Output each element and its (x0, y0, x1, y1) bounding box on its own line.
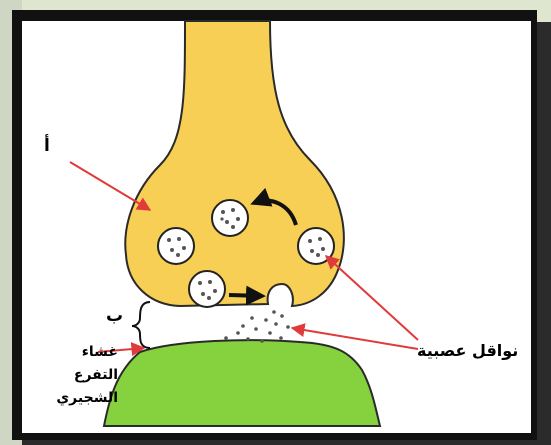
label-neurotransmitters: نواقل عصبية (417, 341, 518, 360)
neurotransmitter-dots (224, 310, 290, 343)
vesicle (189, 271, 225, 307)
label-membrane-line3: الشجيري (40, 387, 118, 410)
vesicle (212, 200, 248, 236)
cleft-brace (132, 302, 150, 348)
dendrite (104, 340, 380, 426)
label-a: أ (44, 136, 50, 156)
label-b: ب (106, 306, 123, 326)
straight-arrow (229, 295, 262, 296)
vesicle (158, 228, 194, 264)
pointer-arrow-vesicle (326, 256, 418, 340)
label-membrane-line1: غشاء (40, 341, 118, 364)
pointer-arrow-a (70, 162, 150, 210)
label-membrane-line2: التفرع (40, 364, 118, 387)
label-dendrite-membrane: غشاء التفرع الشجيري (40, 341, 118, 410)
